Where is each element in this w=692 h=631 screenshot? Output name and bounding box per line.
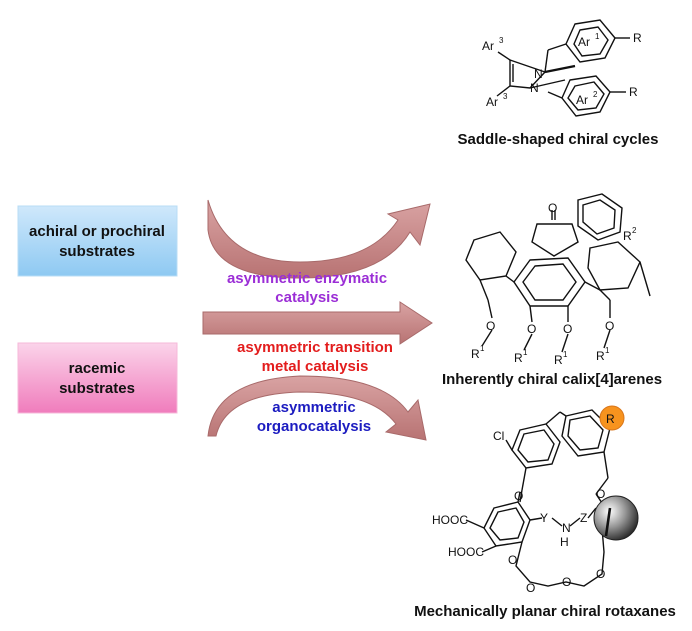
r-group-badge — [599, 405, 625, 431]
hooc-bottom-label: HOOC — [448, 545, 484, 559]
organo-label-line1: asymmetric — [272, 399, 355, 416]
calix-caption: Inherently chiral calix[4]arenes — [442, 371, 662, 388]
hooc-top-label: HOOC — [432, 513, 468, 527]
racemic-label-line2: substrates — [59, 380, 135, 397]
saddle-caption: Saddle-shaped chiral cycles — [458, 131, 659, 148]
h-label: H — [560, 535, 569, 549]
transition-label-line2: metal catalysis — [262, 358, 369, 375]
organo-arrow — [207, 375, 427, 441]
o1-label: O — [486, 319, 495, 333]
ar3-bottom-label: Ar — [486, 95, 498, 109]
r-badge-label: R — [606, 412, 615, 426]
r1b-sup: 1 — [523, 348, 528, 357]
o3-label: O — [563, 322, 572, 336]
racemic-label-line1: racemic — [69, 360, 126, 377]
transition-arrow — [202, 301, 433, 345]
o-left-label: O — [514, 489, 523, 503]
n-label: N — [562, 521, 571, 535]
crown-o3-label: O — [562, 575, 571, 589]
ar1-sup: 1 — [595, 32, 600, 41]
r-bottom-label: R — [629, 85, 638, 99]
o-right-label: O — [596, 487, 605, 501]
ar3-top-label: Ar — [482, 39, 494, 53]
ar2-sup: 2 — [593, 90, 598, 99]
calix-structure — [465, 193, 651, 353]
r2-label: R — [623, 229, 632, 243]
n1-label: N — [534, 67, 543, 81]
macrocycle-ball — [593, 495, 639, 541]
enzymatic-label-line1: asymmetric enzymatic — [227, 270, 387, 287]
o4-label: O — [605, 319, 614, 333]
crown-o4-label: O — [596, 567, 605, 581]
crown-o2-label: O — [526, 581, 535, 595]
crown-o1-label: O — [508, 553, 517, 567]
r1c-sup: 1 — [563, 350, 568, 359]
enzymatic-label-line2: catalysis — [275, 289, 338, 306]
n2-label: N — [530, 81, 539, 95]
r2-sup: 2 — [632, 226, 637, 235]
r1c-label: R — [554, 353, 563, 367]
cl-label: Cl — [493, 429, 504, 443]
achiral-label-line1: achiral or prochiral — [29, 223, 165, 240]
o2-label: O — [527, 322, 536, 336]
ar3-top-sup: 3 — [499, 36, 504, 45]
ar3-bottom-sup: 3 — [503, 92, 508, 101]
y-label: Y — [540, 511, 548, 525]
r1d-label: R — [596, 349, 605, 363]
transition-label-line1: asymmetric transition — [237, 339, 393, 356]
r1a-label: R — [471, 347, 480, 361]
organo-label-line2: organocatalysis — [257, 418, 371, 435]
r1b-label: R — [514, 351, 523, 365]
ar2-label: Ar — [576, 93, 588, 107]
ar1-label: Ar — [578, 35, 590, 49]
rotaxane-labels: R Cl O O Y Z N H HOOC HOOC O O O O — [432, 412, 615, 595]
saddle-labels: Ar 3 Ar 3 N N Ar 1 Ar 2 R R — [482, 31, 642, 109]
rotaxane-caption: Mechanically planar chiral rotaxanes — [414, 603, 676, 620]
calix-labels: O R 2 O O O O R 1 R 1 R 1 R 1 — [471, 201, 637, 367]
achiral-label-line2: substrates — [59, 243, 135, 260]
enzymatic-arrow — [207, 199, 431, 279]
carbonyl-o-label: O — [548, 201, 557, 215]
r-top-label: R — [633, 31, 642, 45]
r1a-sup: 1 — [480, 344, 485, 353]
racemic-substrates-box: racemic substrates — [17, 342, 178, 414]
achiral-substrates-box: achiral or prochiral substrates — [17, 205, 178, 277]
axle-through-ring — [604, 507, 612, 537]
saddle-structure — [496, 19, 630, 117]
z-label: Z — [580, 511, 587, 525]
r1d-sup: 1 — [605, 346, 610, 355]
